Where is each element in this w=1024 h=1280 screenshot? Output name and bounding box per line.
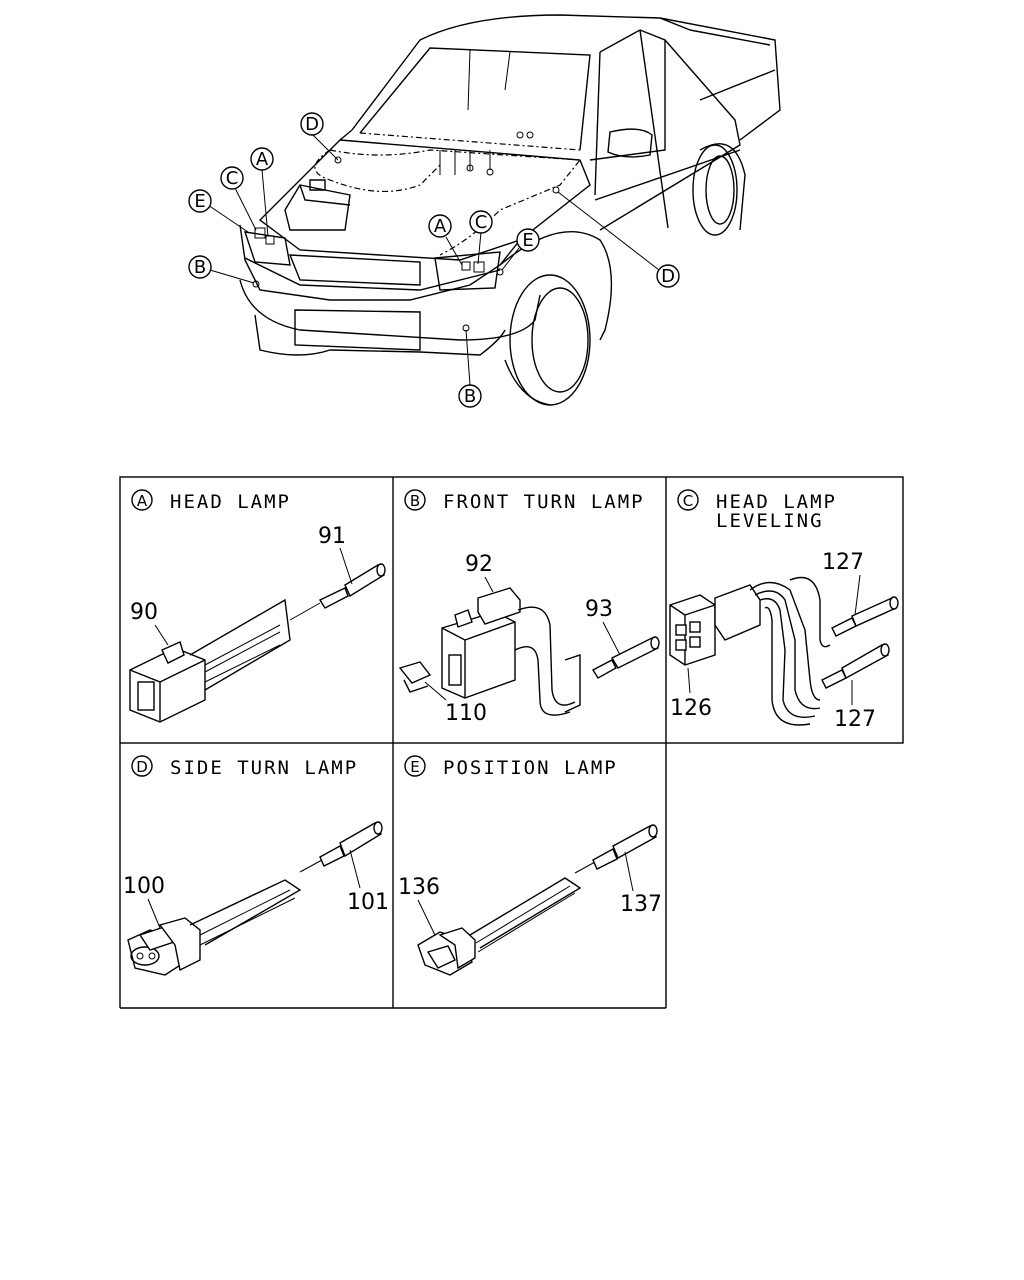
callout-letter: E xyxy=(194,191,205,212)
callout-letter: D xyxy=(661,266,675,287)
callout-letter: D xyxy=(305,114,319,135)
part-number-126: 126 xyxy=(670,696,712,721)
panel-front-turn-lamp: B FRONT TURN LAMP 92 93 110 xyxy=(398,489,660,726)
side-turn-lamp-connector-drawing xyxy=(127,821,383,976)
callout-marker-a-left: A xyxy=(250,147,274,171)
part-number-110: 110 xyxy=(445,701,487,726)
callout-letter: C xyxy=(226,168,239,189)
callout-letter: A xyxy=(256,149,269,170)
part-number-101: 101 xyxy=(347,890,389,915)
panel-grid xyxy=(119,476,904,1009)
callout-marker-d-right: D xyxy=(656,264,680,288)
callout-marker-c-left: C xyxy=(220,166,244,190)
panel-letter: C xyxy=(683,492,693,510)
part-number-91: 91 xyxy=(318,524,346,549)
callout-marker-e-left: E xyxy=(188,189,212,213)
part-number-92: 92 xyxy=(465,552,493,577)
panel-title-line2: LEVELING xyxy=(716,510,824,532)
callout-marker-d-top: D xyxy=(300,112,324,136)
part-number-137: 137 xyxy=(620,892,662,917)
position-lamp-connector-drawing xyxy=(417,824,658,976)
part-number-100: 100 xyxy=(123,874,165,899)
callout-marker-a-right: A xyxy=(428,214,452,238)
panel-title: FRONT TURN LAMP xyxy=(443,491,645,513)
head-lamp-connector-drawing xyxy=(129,563,386,723)
callout-letter: B xyxy=(194,257,206,278)
panel-letter: B xyxy=(410,492,420,510)
front-turn-lamp-connector-drawing xyxy=(398,587,660,716)
panel-letter: A xyxy=(137,492,148,510)
part-number-93: 93 xyxy=(585,597,613,622)
panel-side-turn-lamp: D SIDE TURN LAMP 100 101 xyxy=(123,755,389,976)
part-number-136: 136 xyxy=(398,875,440,900)
callout-marker-b-bottom: B xyxy=(458,384,482,408)
part-number-90: 90 xyxy=(130,600,158,625)
part-number-127-bottom: 127 xyxy=(834,707,876,732)
panel-title: POSITION LAMP xyxy=(443,757,618,779)
panel-head-lamp-leveling: C HEAD LAMP LEVELING 127 126 127 xyxy=(669,489,899,732)
part-number-127-top: 127 xyxy=(822,550,864,575)
callout-marker-b-left: B xyxy=(188,255,212,279)
panel-letter: D xyxy=(136,758,148,776)
panel-title: HEAD LAMP xyxy=(716,491,837,513)
callout-letter: B xyxy=(464,386,476,407)
panel-position-lamp: E POSITION LAMP 136 137 xyxy=(398,755,662,976)
panel-head-lamp: A HEAD LAMP 91 90 xyxy=(129,489,386,723)
callout-letter: A xyxy=(434,216,447,237)
leveling-connector-drawing xyxy=(669,576,899,726)
panel-title: HEAD LAMP xyxy=(170,491,291,513)
panel-title: SIDE TURN LAMP xyxy=(170,757,358,779)
callout-leaders xyxy=(207,133,660,386)
callout-letter: C xyxy=(475,212,488,233)
callout-letter: E xyxy=(522,230,533,251)
truck-illustration xyxy=(239,14,781,406)
callout-marker-c-right: C xyxy=(469,210,493,234)
panel-letter: E xyxy=(410,758,419,776)
callout-marker-e-right: E xyxy=(516,228,540,252)
